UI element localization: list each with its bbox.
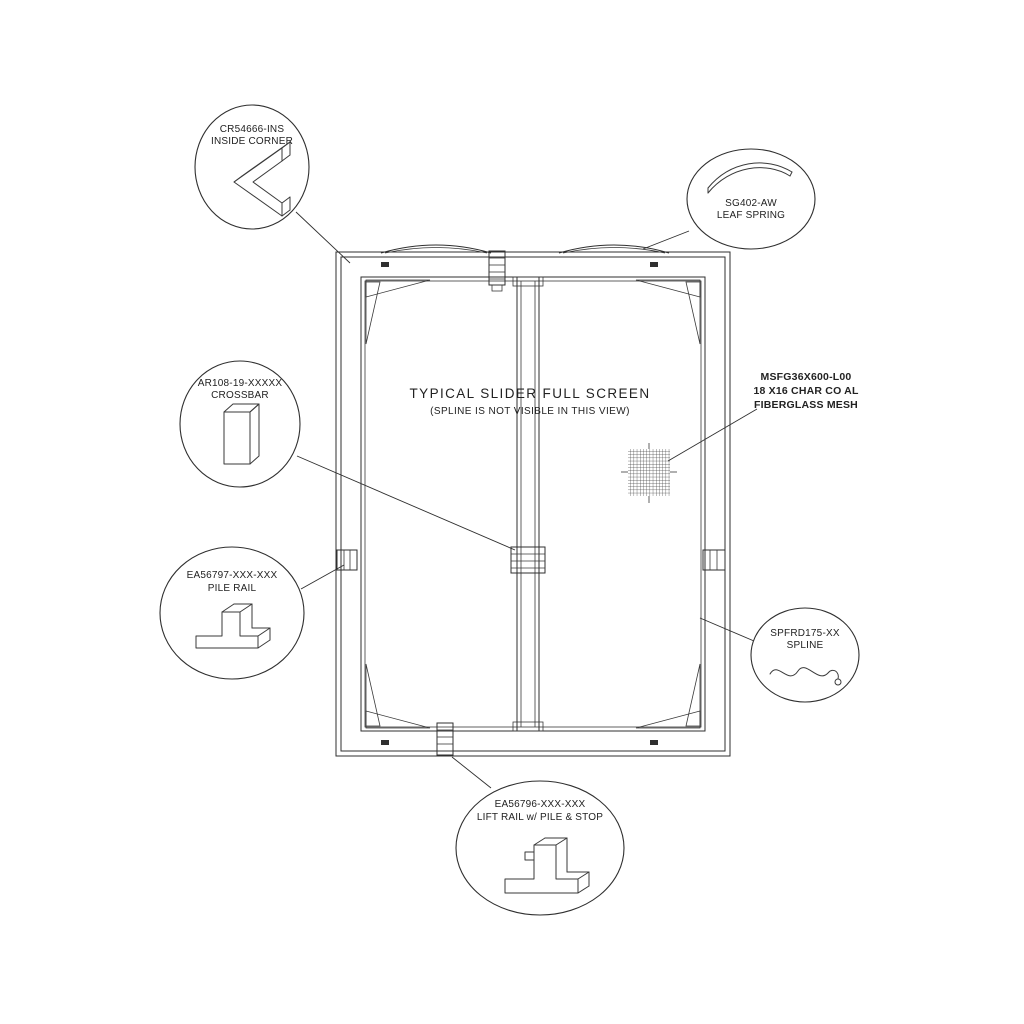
pile-rail-sketch xyxy=(195,603,271,649)
screen-frame xyxy=(335,251,731,757)
part-number: SPFRD175-XX xyxy=(770,628,840,639)
part-name: SPLINE xyxy=(787,640,824,651)
part-number: EA56796-XXX-XXX xyxy=(495,799,586,810)
leader-lift-rail xyxy=(451,756,492,789)
gusset-bottom-left-h xyxy=(365,710,431,729)
callout-inside-corner: CR54666-INS INSIDE CORNER xyxy=(194,104,310,230)
leader-mesh xyxy=(667,408,758,462)
gusset-bottom-right-v xyxy=(685,663,701,727)
gusset-bottom-right-h xyxy=(635,710,701,729)
frame-outer-inset xyxy=(340,256,726,752)
gusset-top-left-h xyxy=(365,279,431,298)
mesh-swatch xyxy=(621,443,677,503)
frame-fasteners xyxy=(381,262,658,745)
crossbar-bottom-cap xyxy=(512,721,544,732)
part-number: AR108-19-XXXXX xyxy=(198,378,283,389)
part-name: PILE RAIL xyxy=(208,583,257,594)
part-number: EA56797-XXX-XXX xyxy=(187,570,278,581)
part-number: SG402-AW xyxy=(725,198,777,209)
corner-gussets xyxy=(365,279,701,729)
mesh-spec: 18 X16 CHAR CO AL xyxy=(753,385,859,397)
part-name: LEAF SPRING xyxy=(717,210,785,221)
callout-crossbar: AR108-19-XXXXX CROSSBAR xyxy=(179,360,301,488)
leader-leaf-spring xyxy=(642,230,690,250)
left-pile-rail-clip xyxy=(336,549,358,571)
crossbar-center-clip xyxy=(510,546,546,574)
crossbar-sketch xyxy=(223,403,260,465)
inside-corner-sketch xyxy=(233,141,291,217)
gusset-bottom-left-v xyxy=(365,663,381,727)
diagram-subtitle: (SPLINE IS NOT VISIBLE IN THIS VIEW) xyxy=(430,406,630,417)
callout-mesh: MSFG36X600-L00 18 X16 CHAR CO AL FIBERGL… xyxy=(753,371,859,411)
spline-sketch xyxy=(769,667,842,686)
callout-leaf-spring: SG402-AW LEAF SPRING xyxy=(686,148,816,250)
callout-bubble xyxy=(159,546,305,680)
callout-pile-rail: EA56797-XXX-XXX PILE RAIL xyxy=(159,546,305,680)
frame-outer-edge xyxy=(335,251,731,757)
gusset-top-right-v xyxy=(685,281,701,345)
frame-opening-inset xyxy=(364,280,702,728)
leader-pile-rail xyxy=(300,564,345,590)
callout-bubble xyxy=(686,148,816,250)
leaf-spring-left xyxy=(380,244,492,254)
part-number: CR54666-INS xyxy=(220,124,285,135)
crossbar-member xyxy=(510,276,546,732)
leader-crossbar xyxy=(296,455,516,551)
gusset-top-right-h xyxy=(635,279,701,298)
top-latch-detail xyxy=(488,250,506,292)
part-name: INSIDE CORNER xyxy=(211,136,293,147)
leaf-spring-right xyxy=(558,244,670,254)
callout-bubble xyxy=(750,607,860,703)
callout-spline: SPFRD175-XX SPLINE xyxy=(750,607,860,703)
leader-spline xyxy=(699,617,755,642)
callout-bubble xyxy=(194,104,310,230)
right-pile-rail-clip xyxy=(702,549,726,571)
bottom-lift-rail-detail xyxy=(436,722,454,756)
crossbar-top-cap xyxy=(512,276,544,287)
frame-opening-edge xyxy=(360,276,706,732)
part-name: FIBERGLASS MESH xyxy=(754,399,858,411)
leaf-spring-sketch xyxy=(707,162,793,194)
callout-bubble xyxy=(179,360,301,488)
leader-inside-corner xyxy=(295,211,351,264)
part-number: MSFG36X600-L00 xyxy=(761,371,852,383)
callout-bubble xyxy=(455,780,625,916)
callout-lift-rail: EA56796-XXX-XXX LIFT RAIL w/ PILE & STOP xyxy=(455,780,625,916)
part-name: LIFT RAIL w/ PILE & STOP xyxy=(477,812,603,823)
diagram-title: TYPICAL SLIDER FULL SCREEN xyxy=(410,386,651,401)
gusset-top-left-v xyxy=(365,281,381,345)
part-name: CROSSBAR xyxy=(211,390,269,401)
lift-rail-sketch xyxy=(504,837,590,894)
